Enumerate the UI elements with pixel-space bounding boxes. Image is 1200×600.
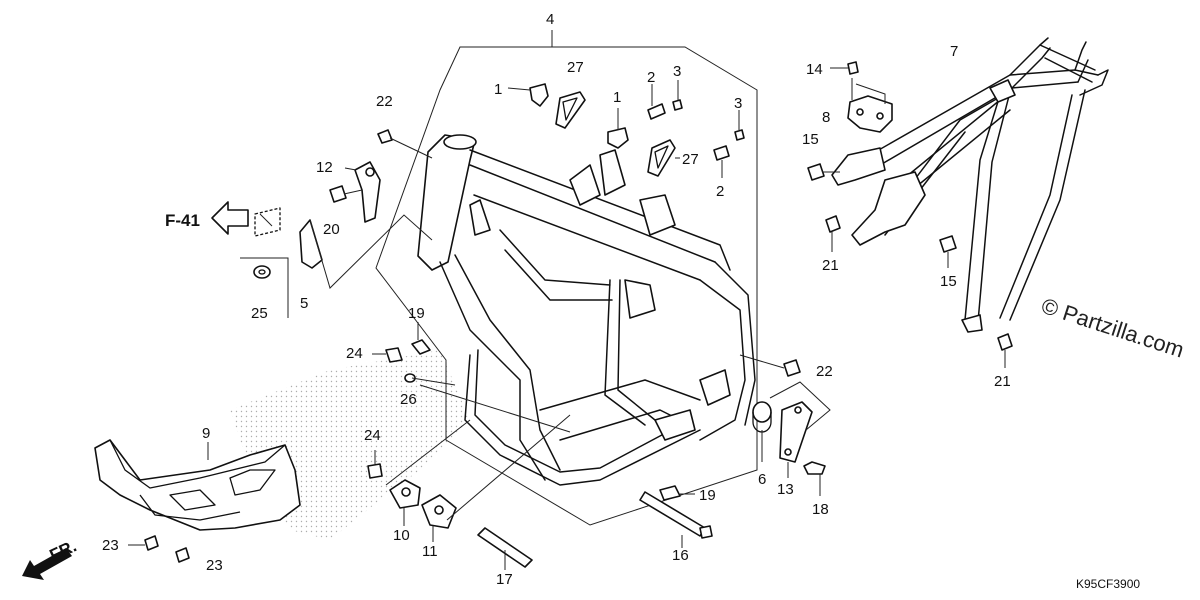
callout-22: 22 [376, 93, 393, 110]
callout-1: 1 [613, 89, 621, 106]
part-19-bolt-lower [659, 485, 695, 501]
watermark-text: © Partzilla.com [1038, 293, 1187, 363]
callout-14: 14 [806, 61, 823, 78]
part-1-clip-upper [507, 83, 549, 107]
part-6-collar [752, 401, 772, 462]
part-2-collar-lower [713, 145, 730, 178]
callout-12: 12 [316, 159, 333, 176]
guide-line-c [419, 384, 571, 433]
part-15-bolt-upper [807, 163, 840, 181]
callout-21: 21 [994, 373, 1011, 390]
callout-15: 15 [802, 131, 819, 148]
frame-group-outline [375, 46, 758, 526]
part-26-washer [404, 373, 456, 386]
callout-25: 25 [251, 305, 268, 322]
part-22-bolt-lower [739, 354, 801, 377]
part-14-bolt [830, 61, 859, 75]
callout-3: 3 [673, 63, 681, 80]
callout-27: 27 [567, 59, 584, 76]
callout-5: 5 [300, 295, 308, 312]
callout-23: 23 [102, 537, 119, 554]
part-7-subframe [831, 37, 1109, 333]
callout-16: 16 [672, 547, 689, 564]
part-15-bolt-lower [939, 235, 957, 268]
front-direction-arrow [22, 548, 72, 580]
part-19-bolt-left [411, 322, 431, 355]
callout-19: 19 [408, 305, 425, 322]
callout-17: 17 [496, 571, 513, 588]
callout-21: 21 [822, 257, 839, 274]
callout-2: 2 [647, 69, 655, 86]
callout-8: 8 [822, 109, 830, 126]
callout-1: 1 [494, 81, 502, 98]
part-2-collar-upper [647, 84, 666, 120]
part-5-stay [254, 207, 433, 289]
callout-24: 24 [346, 345, 363, 362]
section-ref-label: F-41 [165, 211, 200, 230]
callout-26: 26 [400, 391, 417, 408]
part-27-grommet-upper [555, 91, 586, 129]
part-9-skid-plate [94, 439, 301, 531]
callout-10: 10 [393, 527, 410, 544]
part-23-bolt-right [175, 547, 190, 563]
main-frame [417, 134, 756, 486]
part-13-plate [769, 381, 831, 478]
part-8-bracket [847, 78, 893, 133]
part-23-bolt-left [128, 535, 159, 551]
guide-line-b [446, 414, 571, 521]
part-3-nut-upper [672, 80, 683, 111]
callout-11: 11 [422, 543, 438, 560]
part-1-clip-middle [607, 108, 629, 149]
callout-23: 23 [206, 557, 223, 574]
part-20-bolt [329, 185, 363, 203]
part-17-long-bolt [477, 527, 533, 570]
part-25-washer [240, 257, 289, 318]
part-16-long-bolt [639, 491, 713, 548]
callout-2: 2 [716, 183, 724, 200]
section-ref-arrow [211, 201, 249, 235]
callout-24: 24 [364, 427, 381, 444]
part-18-bolt [803, 461, 826, 496]
part-27-grommet-lower [647, 139, 680, 177]
callout-4: 4 [546, 11, 554, 28]
part-24-nut-upper [372, 347, 403, 363]
callout-13: 13 [777, 481, 794, 498]
callout-22: 22 [816, 363, 833, 380]
callout-19: 19 [699, 487, 716, 504]
callout-7: 7 [950, 43, 958, 60]
callout-3: 3 [734, 95, 742, 112]
callout-27: 27 [682, 151, 699, 168]
part-21-bolt-right [997, 333, 1013, 368]
callout-9: 9 [202, 425, 210, 442]
part-24-nut-lower [367, 450, 383, 479]
callout-20: 20 [323, 221, 340, 238]
part-12-bracket [344, 161, 381, 223]
part-3-nut-middle [734, 110, 745, 141]
part-10-mount [389, 479, 421, 526]
callout-6: 6 [758, 471, 766, 488]
callout-15: 15 [940, 273, 957, 290]
part-11-mount [421, 494, 457, 542]
callout-18: 18 [812, 501, 829, 518]
guide-line-a [385, 419, 471, 486]
part-21-bolt-left [825, 215, 841, 252]
diagram-code: K95CF3900 [1076, 577, 1140, 591]
part-22-bolt-upper [377, 129, 433, 159]
